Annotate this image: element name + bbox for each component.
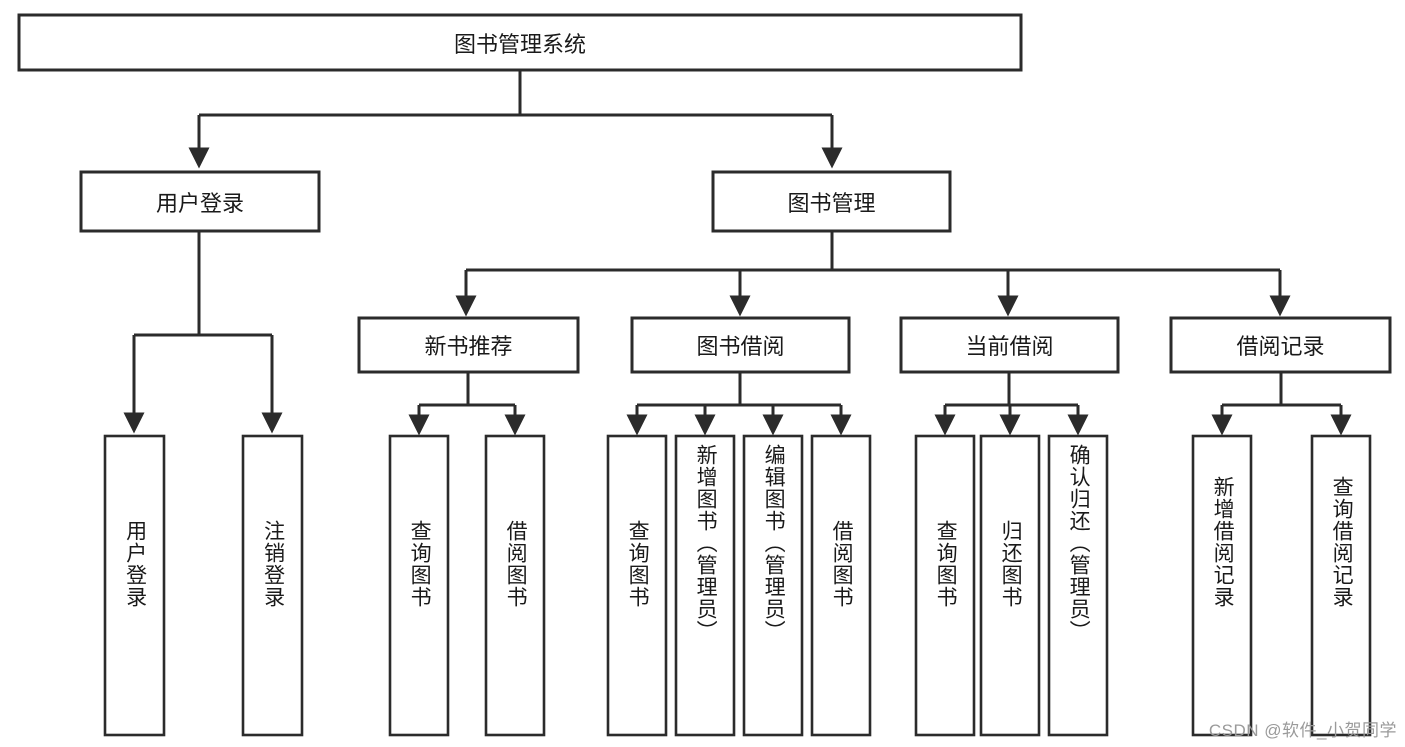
node-current-borrow-box xyxy=(899,316,1120,374)
node-user-login-box xyxy=(79,170,321,233)
leaf-box-br-add xyxy=(1191,434,1253,737)
node-borrow-record-box xyxy=(1169,316,1392,374)
leaf-box-br-query xyxy=(1310,434,1372,737)
leaf-box-logout xyxy=(241,434,304,737)
leaf-box-cb-query xyxy=(914,434,976,737)
leaf-box-bb-query xyxy=(606,434,668,737)
leaf-box-bb-edit xyxy=(742,434,804,737)
leaf-box-bb-add xyxy=(674,434,736,737)
leaf-box-nb-query xyxy=(388,434,450,737)
node-book-borrow-box xyxy=(630,316,851,374)
leaf-box-nb-borrow xyxy=(484,434,546,737)
leaf-box-user-login xyxy=(103,434,166,737)
node-root-box xyxy=(17,13,1023,72)
leaf-box-cb-return xyxy=(979,434,1041,737)
leaf-box-cb-confirm xyxy=(1047,434,1109,737)
node-new-book-box xyxy=(357,316,580,374)
leaf-box-bb-borrow xyxy=(810,434,872,737)
node-book-manage-box xyxy=(711,170,952,233)
